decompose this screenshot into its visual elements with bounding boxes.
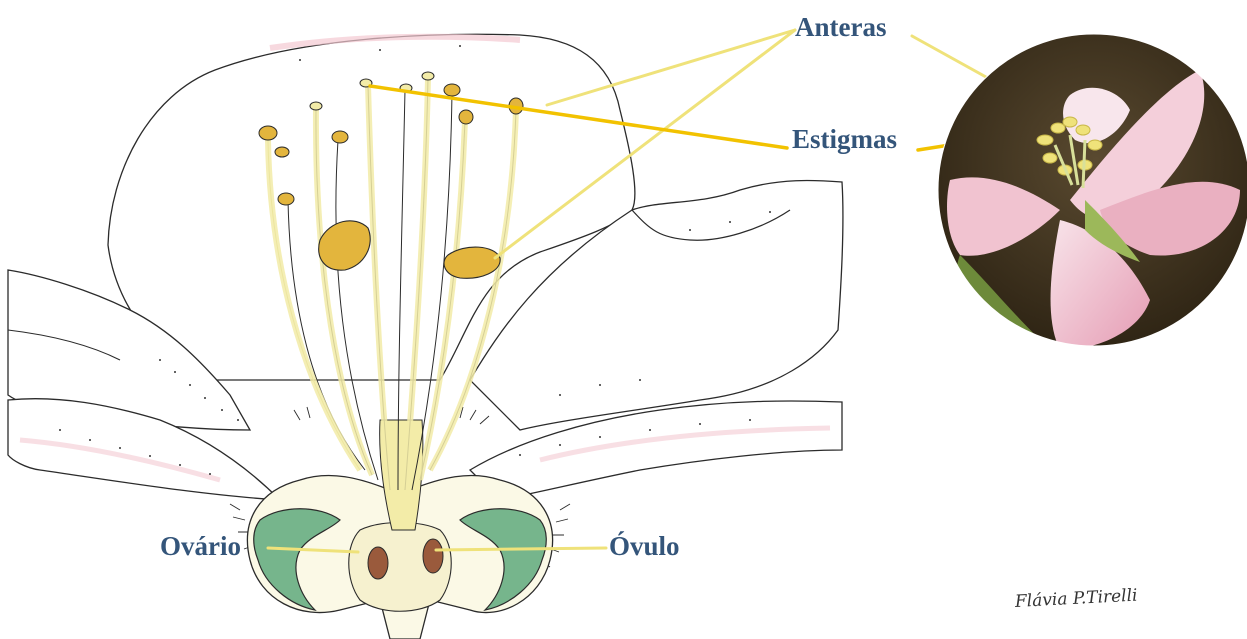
label-anteras: Anteras [795,14,886,41]
label-estigmas: Estigmas [792,126,897,153]
label-ovario: Ovário [160,533,241,560]
left-ovule [368,547,388,579]
ovulo-leader [436,548,606,550]
label-ovulo: Óvulo [609,533,680,560]
right-ovule [423,539,443,573]
